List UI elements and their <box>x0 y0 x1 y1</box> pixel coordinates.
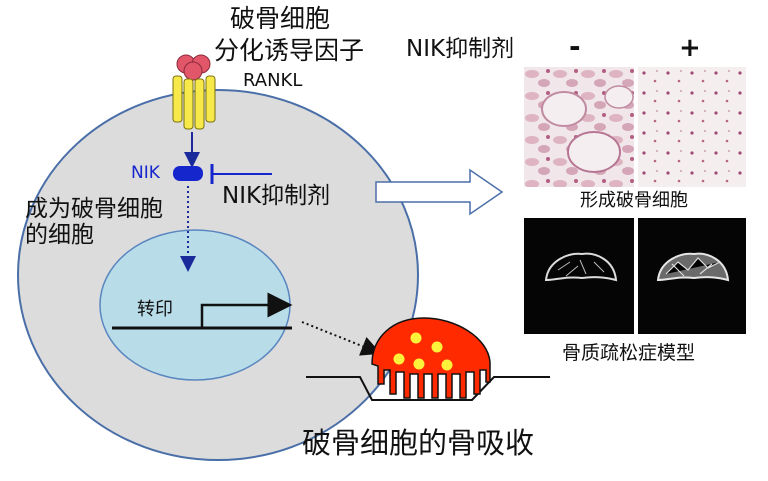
ct-panel-minus <box>524 218 634 334</box>
resorption-caption: 破骨细胞的骨吸收 <box>302 426 535 460</box>
osteoclast-icon <box>371 317 491 399</box>
transcription-label: 转印 <box>137 299 173 320</box>
rankl-title-line1: 破骨细胞 <box>230 4 331 33</box>
result-arrow <box>375 168 504 216</box>
plus-label: + <box>679 33 701 63</box>
inhibitor-header: NIK抑制剂 <box>406 36 515 62</box>
ct-panel-plus <box>638 218 746 334</box>
cell-fate-label-line2: 的细胞 <box>25 222 94 248</box>
stain-caption: 形成破骨细胞 <box>580 190 688 211</box>
cell-fate-label-line1: 成为破骨细胞 <box>25 196 163 222</box>
nik-protein <box>173 166 203 181</box>
rankl-title-line2: 分化诱导因子 <box>214 36 365 65</box>
rank-receptor-icon <box>172 75 216 130</box>
stain-panel-minus <box>524 67 634 187</box>
model-caption: 骨质疏松症模型 <box>562 342 696 364</box>
minus-label: - <box>569 30 581 63</box>
inhibitor-label: NIK抑制剂 <box>222 183 331 209</box>
transcription-arrow <box>200 292 293 328</box>
rankl-name: RANKL <box>243 70 303 91</box>
stain-panel-plus <box>638 67 746 187</box>
rankl-ligand-icon <box>176 54 211 81</box>
nik-label: NIK <box>131 163 160 183</box>
bone-surface-line <box>306 376 550 401</box>
